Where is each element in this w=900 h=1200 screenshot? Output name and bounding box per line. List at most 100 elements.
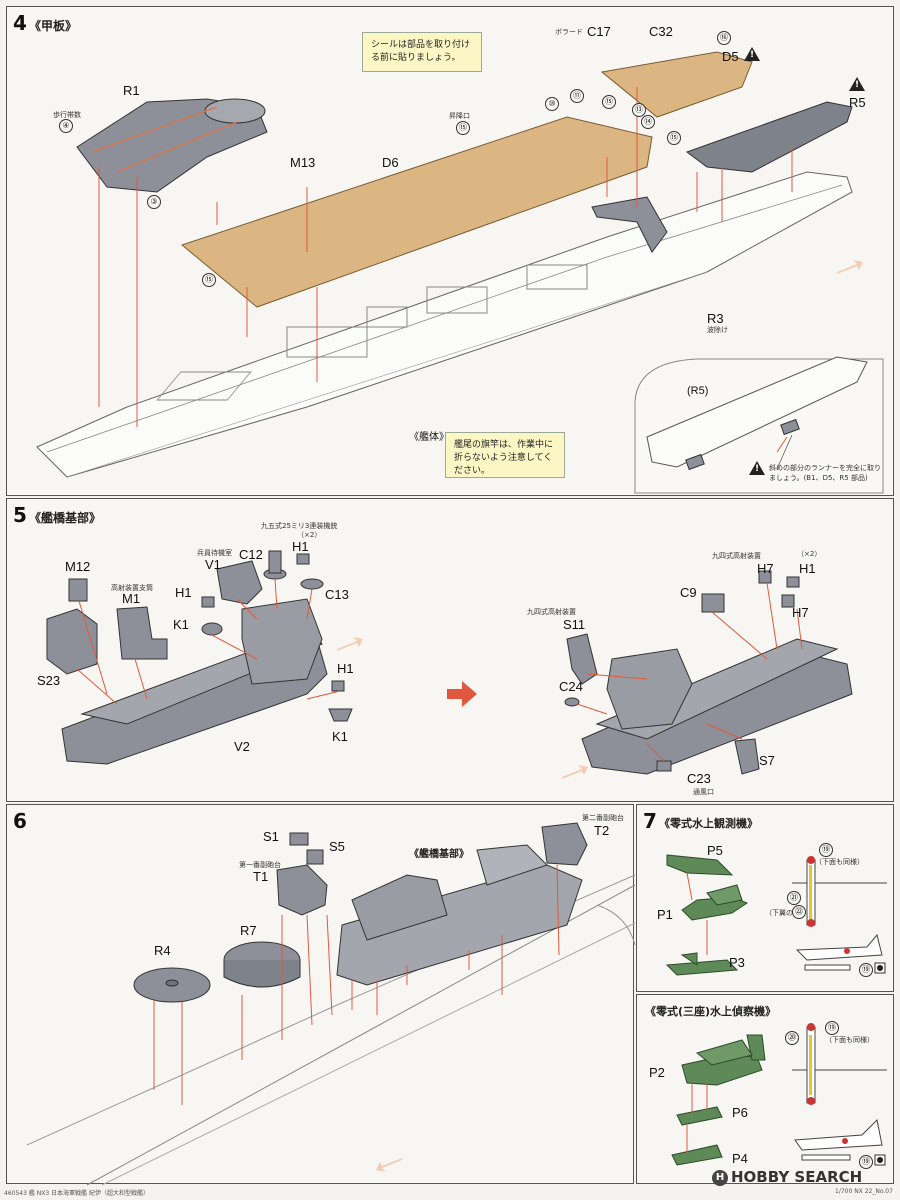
label-H1-b: H1: [175, 585, 192, 600]
part-S7: [734, 738, 760, 775]
label-H1: H1: [292, 539, 309, 554]
arrow: [766, 582, 778, 650]
label-aa-support: 高射装置支筒: [111, 584, 153, 592]
hull-opening: [426, 286, 488, 314]
bridge-base-top: [351, 874, 448, 941]
footer-right: 1/700 NX 22_No.07: [835, 1188, 893, 1195]
yellow-stripe: [809, 865, 812, 920]
step6-drawing: [26, 822, 636, 1186]
label-second-aa: 第二番副砲台: [582, 814, 624, 822]
arrow: [326, 914, 333, 1016]
step6-title: 《艦橋基部》: [409, 849, 469, 860]
label-R1: R1: [123, 83, 140, 98]
hull-outline: [101, 922, 636, 1186]
part-R5: [685, 101, 853, 173]
decal-swatch-dot: [877, 1157, 883, 1163]
arrow: [796, 608, 803, 650]
step7b-drawing: [671, 1023, 887, 1166]
label-S7: S7: [759, 753, 775, 768]
hint-arrow: [837, 260, 863, 274]
arrow: [776, 436, 788, 453]
hull-lower-line: [66, 271, 708, 478]
part-R3: [591, 196, 668, 253]
logo-icon: H: [712, 1169, 728, 1186]
part-M12: [68, 578, 88, 602]
warning-icon: [749, 461, 765, 475]
hull-opening: [156, 371, 252, 401]
hull-curve: [596, 904, 636, 946]
hull-opening: [526, 264, 588, 290]
part-S11: [566, 633, 598, 685]
circled-15: ⑮: [667, 131, 681, 145]
label-S1: S1: [263, 829, 279, 844]
hint-arrow: [376, 1158, 402, 1172]
label-T1: T1: [253, 869, 269, 884]
hinomaru: [807, 856, 815, 864]
label-C23: C23: [687, 771, 711, 786]
label-x2b: （×2）: [797, 550, 822, 558]
label-P3: P3: [729, 955, 745, 970]
step4-number: 4: [13, 11, 27, 35]
step4-drawing: [36, 51, 884, 494]
circled-19: ⑲: [825, 1021, 839, 1035]
part-H1: [296, 553, 310, 565]
step5-number: 5: [13, 503, 27, 527]
hinomaru: [842, 1138, 848, 1144]
label-C9: C9: [680, 585, 697, 600]
plane-float: [801, 1154, 851, 1161]
label-M13: M13: [290, 155, 316, 170]
label-S11: S11: [563, 617, 586, 632]
hull-label: 《艦体》: [409, 432, 449, 443]
hull-opening: [286, 326, 368, 358]
part-P2-wing: [695, 1039, 753, 1066]
part-P3b: [680, 952, 698, 966]
label-P4: P4: [732, 1151, 748, 1166]
label-first-aa: 第一番副砲台: [239, 861, 281, 869]
part-H7: [758, 570, 772, 584]
step7-title-a: 《零式水上観測機》: [659, 817, 758, 830]
bridge-base-top: [476, 844, 548, 886]
label-P2: P2: [649, 1065, 665, 1080]
label-C17: C17: [587, 24, 611, 39]
step7b-panel: 《零式(三座)水上偵察機》 P2 P6 P4 ⑲: [636, 994, 894, 1184]
label-lower-same-b: （下面も同様）: [825, 1036, 874, 1044]
footer-left: 460543 艦 NX3 日本海軍戦艦 紀伊（超大和型戦艦）: [4, 1190, 149, 1197]
deck-D6: [180, 116, 653, 308]
inset-note: 斜めの部分のランナーを完全に取りましょう。(B1、D5、R5 部品): [769, 464, 881, 482]
label-R5: R5: [849, 95, 866, 110]
arrow: [134, 658, 148, 700]
label-x2a: （×2）: [297, 531, 322, 539]
label-r3-sub: 波除け: [707, 326, 728, 334]
label-aa-25mm: 九五式25ミリ3連装機銃: [261, 522, 338, 530]
warning-icon: [849, 77, 865, 91]
arrow: [78, 600, 108, 695]
part-K1: [201, 622, 223, 636]
assembled-tower: [606, 648, 693, 730]
circled-3: ③: [147, 195, 161, 209]
part-C23: [656, 760, 672, 772]
label-C12: C12: [239, 547, 263, 562]
part-P1-wing: [706, 884, 743, 906]
assembly-arrows: [98, 87, 793, 453]
label-vent: 通風口: [693, 788, 714, 796]
arrow: [646, 743, 665, 762]
label-C24: C24: [559, 679, 583, 694]
arrow: [711, 611, 768, 660]
part-P5: [666, 854, 734, 876]
plane-side: [794, 1118, 883, 1151]
step5-drawing: [46, 550, 853, 779]
arrow: [236, 598, 258, 620]
part-H1c: [331, 680, 345, 692]
part-C9: [701, 593, 725, 613]
inset-runner: [780, 418, 800, 436]
logo-text: HOBBY SEARCH: [731, 1168, 863, 1186]
inset-runner: [685, 453, 705, 471]
label-H7: H7: [757, 561, 774, 576]
circled-10: ⑩: [545, 97, 559, 111]
part-S5: [306, 849, 324, 865]
step4-note-bottom: 艦尾の旗竿は、作業中に折らないよう注意してください。: [445, 432, 565, 478]
label-H1-r: H1: [799, 561, 816, 576]
circled-19: ⑲: [819, 843, 833, 857]
part-T2: [541, 822, 588, 866]
